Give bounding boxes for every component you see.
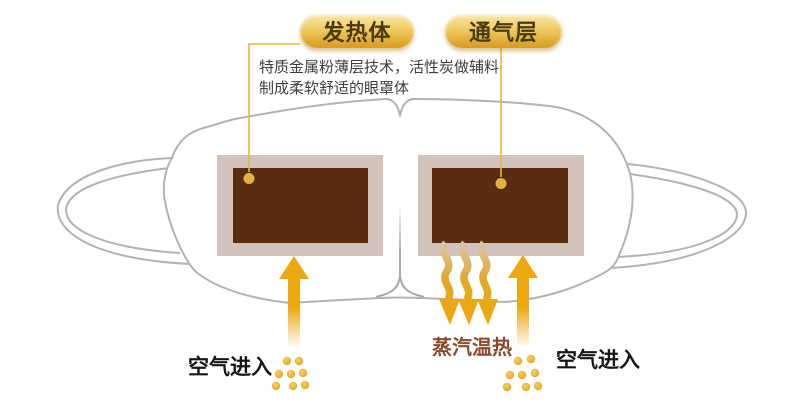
air-in-label-right: 空气进入 <box>556 348 640 372</box>
heating-connector-line <box>248 43 300 172</box>
air-up-arrow-icon <box>279 256 309 347</box>
heating-element-callout: 发热体 <box>300 14 414 48</box>
steam-wavy-arrow-icon <box>439 240 460 325</box>
steam-wavy-arrow-icon <box>458 240 479 325</box>
center-crease-line <box>375 205 425 298</box>
vent-layer-callout: 通气层 <box>445 14 562 48</box>
material-description: 特质金属粉薄层技术，活性炭做辅料 制成柔软舒适的眼罩体 <box>259 57 499 99</box>
right-ear-loop-outer-line <box>609 163 748 269</box>
left-ear-loop-inner-line <box>64 167 181 254</box>
air-up-arrow-icon <box>508 255 538 345</box>
material-description-line1: 特质金属粉薄层技术，活性炭做辅料 <box>259 58 500 76</box>
right-ear-loop-inner-line <box>617 173 739 258</box>
air-in-label-left: 空气进入 <box>188 355 272 379</box>
steam-wavy-arrow-icon <box>477 240 498 325</box>
left-pad-core <box>233 168 368 243</box>
left-ear-loop-outer-line <box>56 157 191 265</box>
material-description-line2: 制成柔软舒适的眼罩体 <box>259 79 410 97</box>
steam-arrows-group <box>439 240 498 325</box>
heating-connector-dot <box>243 173 255 184</box>
air-dot-cluster-left <box>271 356 310 391</box>
vent-connector-dot <box>495 178 507 189</box>
steam-warm-label: 蒸汽温热 <box>432 335 512 359</box>
air-dot-cluster-right <box>502 354 543 392</box>
